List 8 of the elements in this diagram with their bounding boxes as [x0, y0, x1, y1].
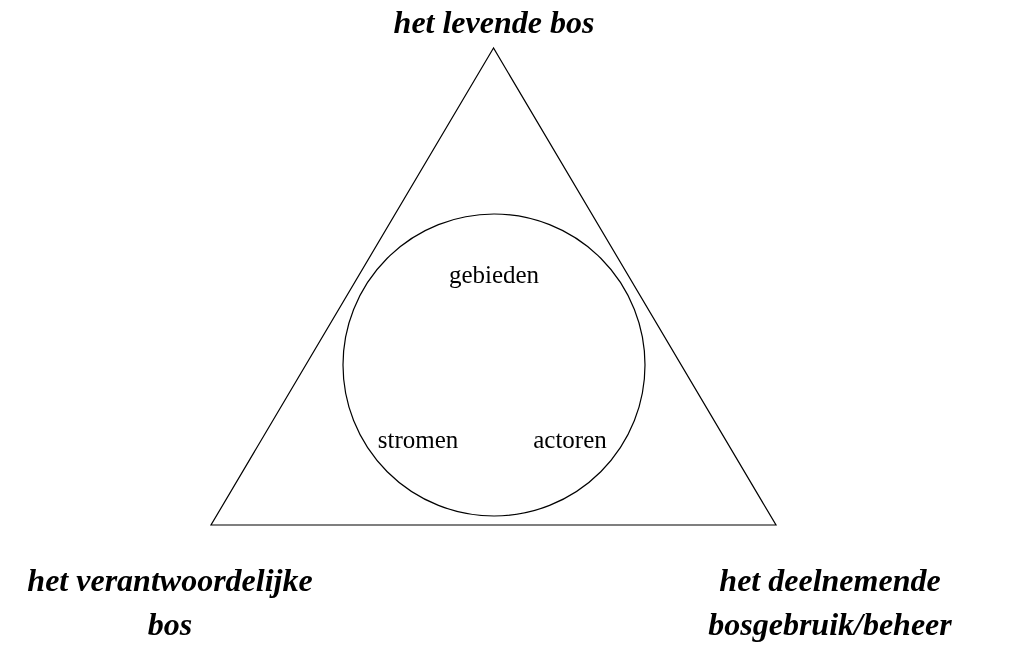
corner-label: het deelnemende bosgebruik/beheer [707, 561, 953, 644]
node-text: stromen [377, 426, 459, 454]
circle-shape [342, 213, 646, 517]
node-text: actoren [533, 426, 607, 454]
triangle-frame [211, 48, 776, 525]
corner-label: het verantwoordelijke bos [26, 561, 314, 644]
node-text: gebieden [448, 261, 540, 289]
corner-label: het levende bos [392, 3, 596, 42]
